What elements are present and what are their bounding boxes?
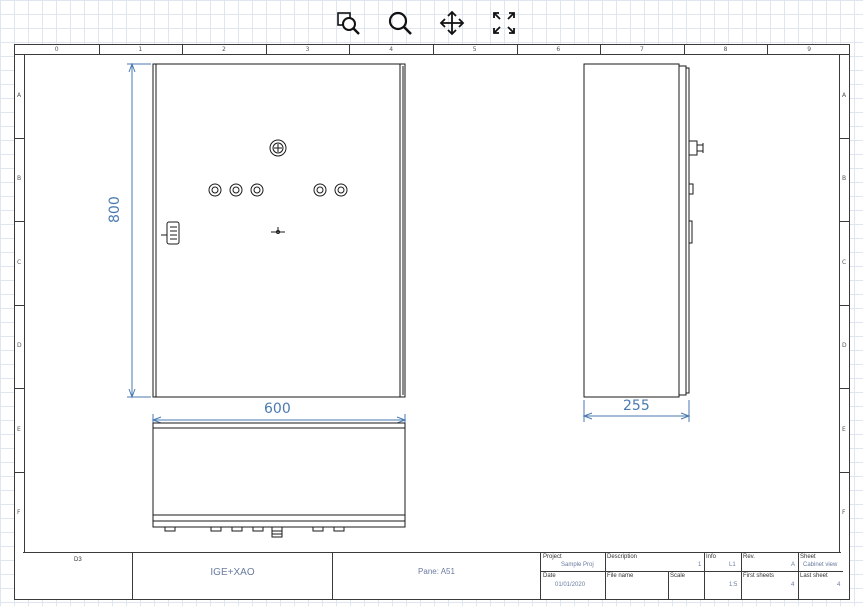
zoom-window-icon bbox=[337, 12, 360, 35]
zone-divider bbox=[98, 45, 100, 54]
zone-column-label: 0 bbox=[54, 46, 59, 53]
drawing-number: D3 bbox=[74, 557, 82, 563]
zone-divider bbox=[349, 45, 351, 54]
sheet-value: Cabinet view bbox=[803, 562, 838, 568]
front-view bbox=[152, 63, 406, 398]
zone-column-label: 5 bbox=[472, 46, 477, 53]
zone-divider bbox=[15, 221, 24, 222]
depth-dimension-label: 255 bbox=[623, 398, 650, 414]
zone-divider bbox=[840, 221, 849, 222]
depth-dimension bbox=[582, 400, 691, 422]
zone-divider bbox=[600, 45, 602, 54]
zone-divider bbox=[767, 45, 769, 54]
zone-row-label: F bbox=[842, 509, 846, 517]
fit-screen-icon bbox=[493, 12, 515, 34]
magnifier-icon bbox=[388, 11, 412, 35]
cabinet-drawing bbox=[127, 62, 704, 538]
zone-row-label: A bbox=[842, 91, 847, 99]
selector-switch-icon bbox=[269, 139, 287, 157]
cable-gland-icon bbox=[164, 526, 345, 538]
zone-row-label: E bbox=[17, 425, 21, 433]
part-name: Pane: A51 bbox=[418, 567, 455, 576]
sheet-label: Sheet bbox=[800, 554, 816, 560]
fit-view-button[interactable] bbox=[487, 8, 521, 38]
zone-column-label: 3 bbox=[305, 46, 310, 53]
zone-column-label: 4 bbox=[389, 46, 394, 53]
title-block-part-cell: Pane: A51 bbox=[332, 553, 540, 599]
zone-column-label: 9 bbox=[807, 46, 812, 53]
zone-divider bbox=[15, 388, 24, 389]
drawing-sheet[interactable]: 0 1 2 3 4 5 6 7 8 9 A B C D E F A B C D E F bbox=[14, 44, 850, 600]
zone-row-label: F bbox=[17, 509, 21, 517]
project-value: Sample Proj bbox=[561, 562, 594, 568]
zone-divider bbox=[683, 45, 685, 54]
handle-icon bbox=[161, 221, 180, 245]
zone-ruler-right: A B C D E F bbox=[839, 54, 849, 553]
scale-label: Scale bbox=[670, 573, 686, 579]
lock-icon bbox=[271, 227, 285, 234]
date-label: Date bbox=[543, 573, 556, 579]
last-sheet-value: 4 bbox=[837, 582, 841, 588]
side-knob-icon bbox=[688, 140, 704, 156]
info-label: Info bbox=[706, 554, 717, 560]
description-label: Description bbox=[607, 554, 638, 560]
zone-row-label: B bbox=[842, 175, 847, 183]
zone-column-label: 8 bbox=[723, 46, 728, 53]
last-sheet-label: Last sheet bbox=[800, 573, 828, 579]
scale-value: 1:5 bbox=[729, 582, 738, 588]
zone-divider bbox=[840, 304, 849, 306]
zone-ruler-top: 0 1 2 3 4 5 6 7 8 9 bbox=[15, 45, 849, 55]
filename-label: File name bbox=[607, 573, 634, 579]
zone-row-label: D bbox=[17, 342, 22, 350]
pan-button[interactable] bbox=[435, 8, 469, 38]
view-toolbar bbox=[331, 8, 521, 38]
zone-divider bbox=[15, 471, 24, 473]
zone-row-label: D bbox=[842, 342, 847, 350]
title-block-info-grid: Project Sample Proj Description 1 Info L… bbox=[540, 553, 843, 599]
zone-divider bbox=[15, 137, 24, 139]
zone-column-label: 6 bbox=[556, 46, 561, 53]
company-name: IGE+XAO bbox=[210, 567, 255, 578]
title-block-number-cell: D3 bbox=[15, 553, 132, 599]
pilot-light-icon bbox=[208, 183, 348, 197]
zone-divider bbox=[840, 137, 849, 139]
zone-column-label: 7 bbox=[640, 46, 644, 53]
zone-divider bbox=[840, 471, 849, 473]
info-value: L1 bbox=[729, 562, 736, 568]
project-label: Project bbox=[543, 554, 562, 560]
bottom-view bbox=[152, 422, 406, 538]
first-sheets-value: 4 bbox=[791, 582, 795, 588]
width-dimension bbox=[151, 414, 407, 425]
height-dimension-label: 800 bbox=[107, 196, 123, 223]
zone-column-label: 1 bbox=[138, 46, 143, 53]
zone-divider bbox=[516, 45, 518, 54]
zone-divider bbox=[265, 45, 267, 54]
zone-row-label: A bbox=[17, 91, 22, 99]
width-dimension-label: 600 bbox=[264, 401, 291, 417]
zone-ruler-left: A B C D E F bbox=[15, 54, 25, 553]
zone-row-label: E bbox=[842, 425, 846, 433]
zoom-window-button[interactable] bbox=[331, 8, 365, 38]
zone-column-label: 2 bbox=[222, 46, 226, 53]
description-value: 1 bbox=[698, 562, 702, 568]
title-block: D3 IGE+XAO Pane: A51 Project Sample Proj… bbox=[23, 552, 843, 599]
zone-divider bbox=[433, 45, 434, 54]
date-value: 01/01/2020 bbox=[555, 582, 586, 588]
rev-label: Rev. bbox=[743, 554, 755, 560]
title-block-company-cell: IGE+XAO bbox=[132, 553, 332, 599]
first-sheets-label: First sheets bbox=[743, 573, 775, 579]
side-view bbox=[583, 63, 704, 398]
zoom-button[interactable] bbox=[383, 8, 417, 38]
height-dimension bbox=[127, 62, 151, 399]
zone-row-label: C bbox=[842, 258, 847, 266]
zone-row-label: C bbox=[17, 258, 22, 266]
zone-divider bbox=[840, 388, 849, 389]
zone-divider bbox=[182, 45, 184, 54]
zone-divider bbox=[15, 304, 24, 306]
move-arrows-icon bbox=[439, 10, 465, 36]
zone-row-label: B bbox=[17, 175, 22, 183]
rev-value: A bbox=[791, 562, 796, 568]
